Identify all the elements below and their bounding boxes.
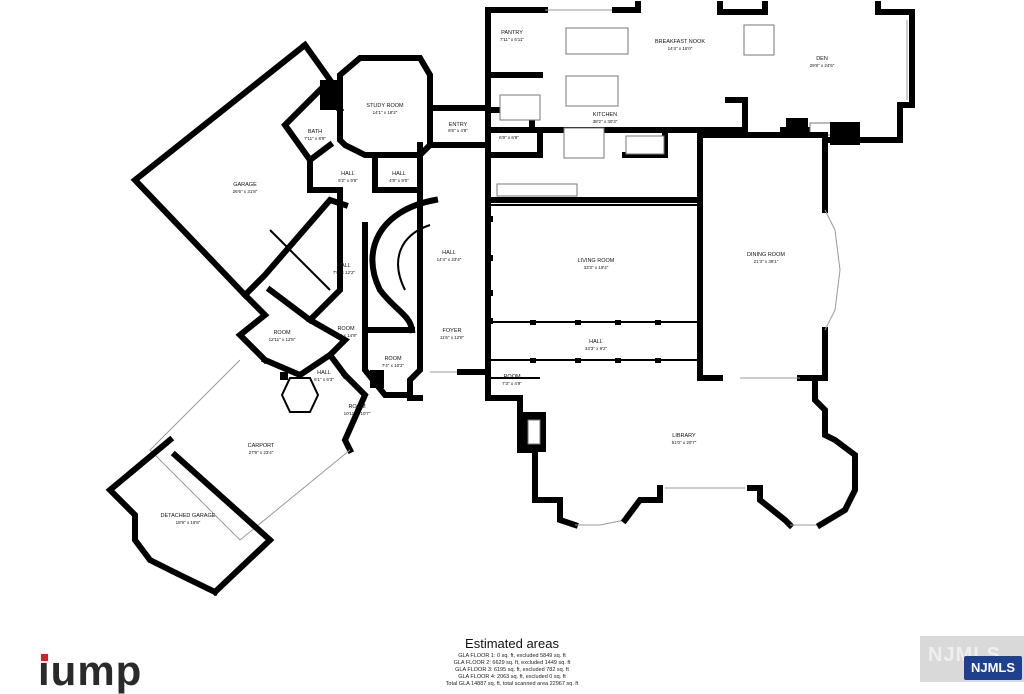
- svg-text:7'4" x 10'2": 7'4" x 10'2": [382, 363, 405, 368]
- svg-text:7'9" x 12'2": 7'9" x 12'2": [333, 270, 356, 275]
- svg-text:ROOM: ROOM: [384, 356, 402, 362]
- estimated-area-line: GLA FLOOR 1: 0 sq. ft, excluded 5849 sq.…: [458, 653, 566, 659]
- room-label-garage: GARAGE 26'6" x 31'8": [233, 182, 258, 194]
- room-label-den: DEN 29'8" x 24'5": [810, 56, 835, 68]
- room-label-study-room: STUDY ROOM 14'1" x 18'2": [366, 103, 404, 115]
- svg-text:8'3" x 14'9": 8'3" x 14'9": [335, 333, 358, 338]
- svg-text:ROOM: ROOM: [273, 330, 291, 336]
- svg-text:7'11" x 6'11": 7'11" x 6'11": [500, 37, 524, 42]
- svg-text:STUDY ROOM: STUDY ROOM: [366, 103, 404, 109]
- estimated-area-line: Total GLA 14887 sq. ft, total scanned ar…: [445, 681, 579, 687]
- svg-text:LIBRARY: LIBRARY: [672, 433, 696, 439]
- njmls-badge: NJMLS: [964, 656, 1022, 680]
- svg-text:14'4" x 23'4": 14'4" x 23'4": [437, 257, 462, 262]
- svg-text:HALL: HALL: [341, 171, 355, 177]
- room-label-carport: CARPORT 27'9" x 23'4": [248, 443, 275, 455]
- central-hall-walls: [362, 142, 491, 401]
- svg-text:ROOM: ROOM: [503, 374, 521, 380]
- room-label-bath: BATH 7'11" x 8'9": [304, 129, 326, 141]
- svg-text:DINING ROOM: DINING ROOM: [747, 252, 785, 258]
- svg-text:LIVING ROOM: LIVING ROOM: [578, 258, 615, 264]
- svg-text:ROOM: ROOM: [337, 326, 355, 332]
- svg-text:ROOM: ROOM: [348, 404, 366, 410]
- kitchen-fixtures: [496, 24, 860, 197]
- svg-text:PANTRY: PANTRY: [498, 128, 520, 134]
- svg-text:HALL: HALL: [317, 370, 331, 376]
- room-label-foyer: FOYER 11'6" x 12'8": [440, 328, 465, 340]
- svg-text:14'1" x 18'2": 14'1" x 18'2": [373, 110, 398, 115]
- svg-text:HALL: HALL: [442, 250, 456, 256]
- room-label-room-3: ROOM 7'4" x 10'2": [382, 356, 405, 368]
- svg-text:6'9" x 6'8": 6'9" x 6'8": [499, 135, 519, 140]
- svg-text:33'3" x 9'2": 33'3" x 9'2": [585, 346, 608, 351]
- estimated-area-line: GLA FLOOR 2: 6629 sq. ft, excluded 1449 …: [453, 660, 571, 666]
- svg-text:6'1" x 6'3": 6'1" x 6'3": [314, 377, 334, 382]
- room-label-pantry-2: PANTRY 6'9" x 6'8": [498, 128, 520, 140]
- svg-text:8'6" x 4'9": 8'6" x 4'9": [448, 128, 468, 133]
- svg-text:14'4" x 16'0": 14'4" x 16'0": [668, 46, 693, 51]
- room-label-hall-4: HALL 7'9" x 12'2": [333, 263, 356, 275]
- svg-text:18'9" x 19'8": 18'9" x 19'8": [176, 520, 201, 525]
- room-label-dining-room: DINING ROOM 21'3" x 39'1": [747, 252, 785, 264]
- room-label-kitchen: KITCHEN 38'2" x 30'3": [593, 112, 618, 124]
- svg-text:CARPORT: CARPORT: [248, 443, 275, 449]
- svg-text:51'0" x 20'7": 51'0" x 20'7": [672, 440, 697, 445]
- room-label-room-5: ROOM 10'11" x 10'7": [344, 404, 371, 416]
- svg-text:4'8" x 9'0": 4'8" x 9'0": [389, 178, 409, 183]
- svg-text:GARAGE: GARAGE: [233, 182, 257, 188]
- column-markers: [488, 216, 702, 363]
- room-label-hall-2: HALL 4'8" x 9'0": [389, 171, 409, 183]
- svg-text:DETACHED GARAGE: DETACHED GARAGE: [161, 513, 216, 519]
- room-label-library: LIBRARY 51'0" x 20'7": [672, 433, 697, 445]
- room-label-room-2: ROOM 8'3" x 14'9": [335, 326, 358, 338]
- carport-walls: [105, 359, 351, 597]
- brand-logo: iump: [38, 647, 143, 694]
- room-label-room-4: ROOM 7'3" x 4'9": [502, 374, 522, 386]
- living-wing-walls: [485, 127, 841, 381]
- library-walls: [485, 369, 858, 530]
- svg-text:26'6" x 31'8": 26'6" x 31'8": [233, 189, 258, 194]
- svg-text:PANTRY: PANTRY: [501, 30, 523, 36]
- svg-text:HALL: HALL: [392, 171, 406, 177]
- svg-text:ENTRY: ENTRY: [449, 122, 468, 128]
- svg-text:BATH: BATH: [308, 129, 322, 135]
- svg-text:HALL: HALL: [589, 339, 603, 345]
- svg-text:7'3" x 4'9": 7'3" x 4'9": [502, 381, 522, 386]
- room-label-hall-1: HALL 9'2" x 9'5": [338, 171, 358, 183]
- svg-text:KITCHEN: KITCHEN: [593, 112, 617, 118]
- room-label-pantry-1: PANTRY 7'11" x 6'11": [500, 30, 524, 42]
- svg-text:11'6" x 12'8": 11'6" x 12'8": [440, 335, 465, 340]
- svg-text:27'9" x 23'4": 27'9" x 23'4": [249, 450, 274, 455]
- svg-text:21'3" x 39'1": 21'3" x 39'1": [754, 259, 779, 264]
- estimated-area-line: GLA FLOOR 3: 6195 sq. ft, excluded 782 s…: [455, 667, 569, 673]
- room-label-hall-3: HALL 14'4" x 23'4": [437, 250, 462, 262]
- room-label-room-1: ROOM 12'11" x 12'8": [269, 330, 296, 342]
- svg-text:12'11" x 12'8": 12'11" x 12'8": [269, 337, 296, 342]
- svg-text:10'11" x 10'7": 10'11" x 10'7": [344, 411, 371, 416]
- svg-text:9'2" x 9'5": 9'2" x 9'5": [338, 178, 358, 183]
- svg-text:38'2" x 30'3": 38'2" x 30'3": [593, 119, 618, 124]
- room-label-living-room: LIVING ROOM 33'3" x 19'4": [578, 258, 615, 270]
- room-label-breakfast-nook: BREAKFAST NOOK 14'4" x 16'0": [655, 39, 705, 51]
- svg-text:33'3" x 19'4": 33'3" x 19'4": [584, 265, 609, 270]
- estimated-area-line: GLA FLOOR 4: 2063 sq. ft, excluded 0 sq.…: [458, 674, 566, 680]
- svg-text:DEN: DEN: [816, 56, 828, 62]
- svg-text:BREAKFAST NOOK: BREAKFAST NOOK: [655, 39, 705, 45]
- svg-text:29'8" x 24'5": 29'8" x 24'5": [810, 63, 835, 68]
- room-label-hall-6: HALL 6'1" x 6'3": [314, 370, 334, 382]
- west-wing-walls: [130, 40, 491, 455]
- room-label-detached-garage: DETACHED GARAGE 18'9" x 19'8": [161, 513, 216, 525]
- svg-text:FOYER: FOYER: [443, 328, 462, 334]
- estimated-areas-title: Estimated areas: [465, 636, 559, 651]
- estimated-areas-panel: Estimated areas GLA FLOOR 1: 0 sq. ft, e…: [300, 636, 724, 688]
- svg-text:HALL: HALL: [337, 263, 351, 269]
- room-label-hall-5: HALL 33'3" x 9'2": [585, 339, 608, 351]
- room-label-entry: ENTRY 8'6" x 4'9": [448, 122, 468, 133]
- svg-text:7'11" x 8'9": 7'11" x 8'9": [304, 136, 326, 141]
